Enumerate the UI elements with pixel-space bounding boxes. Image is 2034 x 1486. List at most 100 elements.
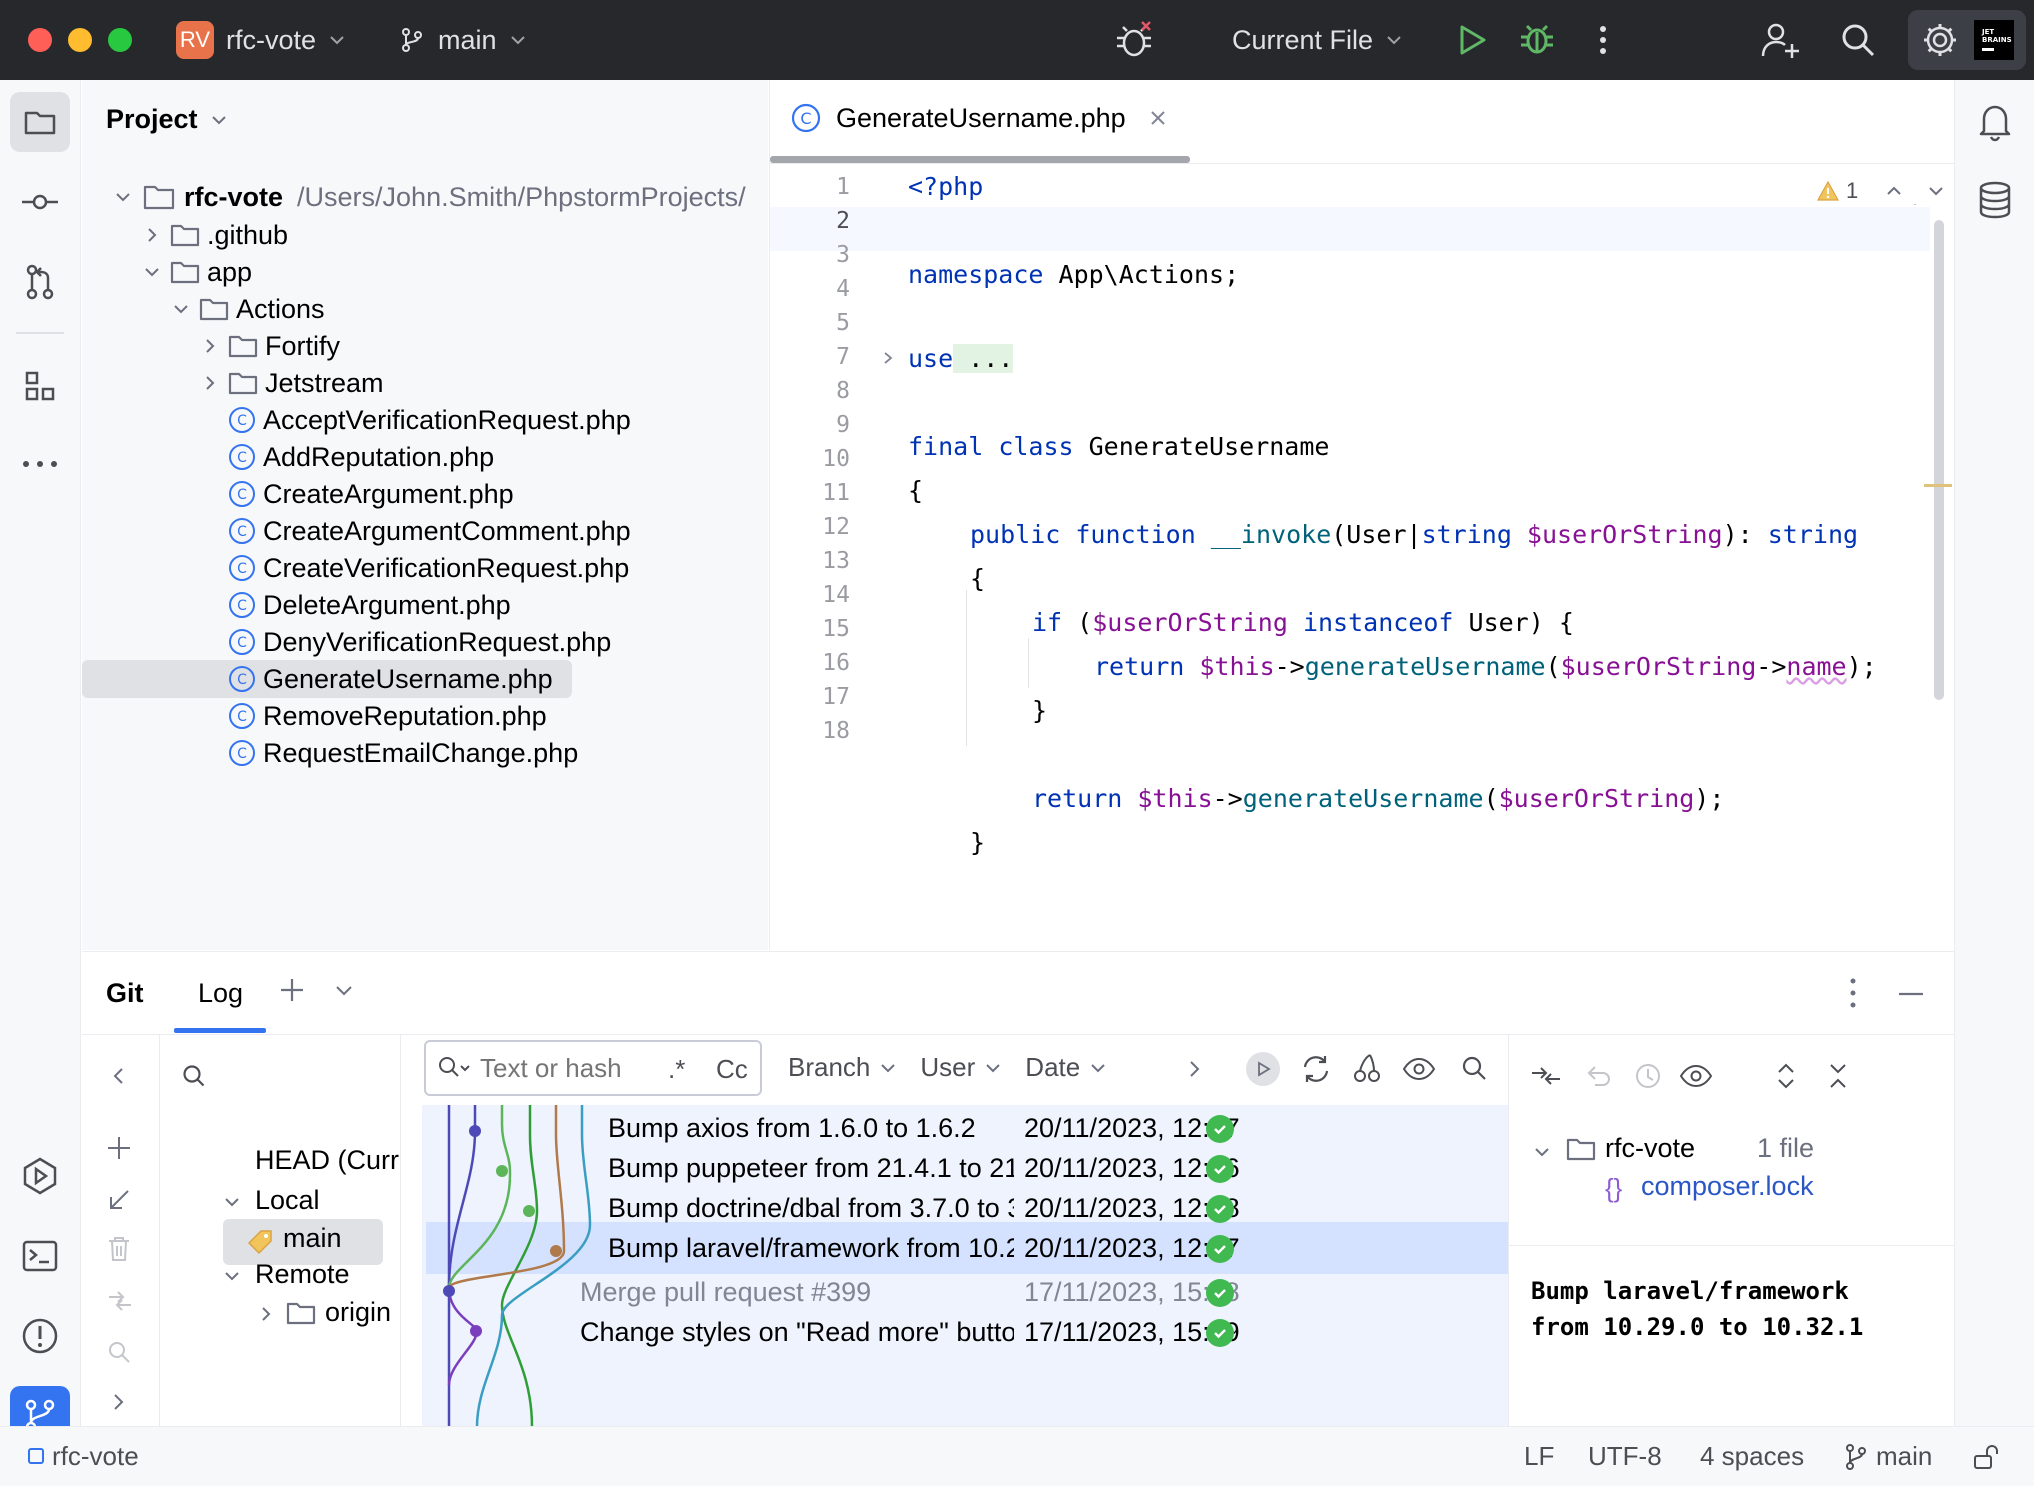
project-view-selector[interactable]: Project	[106, 104, 228, 135]
revert-icon[interactable]	[1583, 1061, 1613, 1091]
tree-item[interactable]: Fortify	[195, 327, 340, 365]
inspection-widget[interactable]: 1	[1816, 178, 1946, 204]
gear-icon[interactable]	[1920, 20, 1960, 60]
log-filter-user[interactable]: User	[920, 1052, 1001, 1083]
commit-row[interactable]: Bump doctrine/dbal from 3.7.0 to 3.7.220…	[422, 1185, 1508, 1229]
line-number[interactable]: 2	[790, 208, 850, 234]
code-line-5[interactable]: use ...	[908, 344, 1013, 373]
code-line-13[interactable]: return $this->generateUsername($userOrSt…	[1094, 652, 1877, 681]
log-filter-date[interactable]: Date	[1025, 1052, 1106, 1083]
line-number[interactable]: 14	[790, 582, 850, 608]
update-icon[interactable]	[106, 1187, 132, 1213]
minimize-window-button[interactable]	[68, 28, 92, 52]
file-encoding[interactable]: UTF-8	[1588, 1441, 1662, 1472]
commit-row[interactable]: Change styles on "Read more" button on R…	[422, 1309, 1508, 1353]
changed-file[interactable]: composer.lock	[1641, 1171, 1814, 1202]
commit-row[interactable]: Bump axios from 1.6.0 to 1.6.220/11/2023…	[422, 1105, 1508, 1149]
run-icon[interactable]	[1452, 20, 1492, 60]
line-number[interactable]: 3	[790, 242, 850, 268]
tree-item[interactable]: CCreateArgument.php	[195, 475, 514, 513]
add-user-icon[interactable]	[1758, 18, 1802, 62]
code-line-10[interactable]: public function __invoke(User|string $us…	[970, 520, 1858, 549]
line-separator[interactable]: LF	[1524, 1441, 1554, 1472]
match-case-toggle[interactable]: Cc	[716, 1054, 748, 1085]
close-icon[interactable]	[1148, 108, 1168, 128]
cherry-pick-icon[interactable]	[1352, 1052, 1382, 1084]
branch-group-local[interactable]: Local	[255, 1185, 320, 1216]
line-number[interactable]: 13	[790, 548, 850, 574]
more-tools-button[interactable]	[10, 434, 70, 494]
project-widget[interactable]: RV rfc-vote	[176, 20, 346, 60]
code-line-17[interactable]: }	[970, 828, 985, 857]
add-tab-icon[interactable]	[278, 976, 306, 1004]
branch-head[interactable]: HEAD (Current	[255, 1145, 401, 1176]
tree-item[interactable]: CGenerateUsername.php	[195, 660, 553, 698]
structure-tool-button[interactable]	[10, 356, 70, 416]
line-number[interactable]: 7	[790, 344, 850, 370]
pull-requests-tool-button[interactable]	[10, 252, 70, 312]
terminal-tool-button[interactable]	[10, 1226, 70, 1286]
code-line-1[interactable]: <?php	[908, 172, 983, 201]
line-number[interactable]: 10	[790, 446, 850, 472]
code-line-8[interactable]: final class GenerateUsername	[908, 432, 1329, 461]
branch-main[interactable]: main	[283, 1223, 342, 1254]
line-number[interactable]: 1	[790, 174, 850, 200]
tree-item[interactable]: CDeleteArgument.php	[195, 586, 511, 624]
code-line-14[interactable]: }	[1032, 696, 1047, 725]
jetbrains-logo[interactable]: JETBRAINS	[1974, 20, 2014, 60]
indent-setting[interactable]: 4 spaces	[1700, 1441, 1804, 1472]
line-number[interactable]: 16	[790, 650, 850, 676]
chevron-down-icon[interactable]	[1926, 181, 1946, 201]
minimize-panel-icon[interactable]	[1898, 992, 1924, 996]
tree-item[interactable]: CAddReputation.php	[195, 438, 494, 476]
commit-row[interactable]: Merge pull request #39917/11/2023, 15:48	[422, 1269, 1508, 1313]
log-search-box[interactable]: .* Cc	[424, 1040, 762, 1096]
code-line-3[interactable]: namespace App\Actions;	[908, 260, 1239, 289]
log-search-input[interactable]	[480, 1052, 660, 1084]
tree-item[interactable]: .github	[137, 216, 288, 254]
services-tool-button[interactable]	[10, 1146, 70, 1206]
debug-icon[interactable]	[1516, 18, 1558, 60]
changed-repo-name[interactable]: rfc-vote	[1605, 1133, 1695, 1164]
tree-item[interactable]: CRemoveReputation.php	[195, 697, 547, 735]
project-tool-button[interactable]	[10, 92, 70, 152]
warning-stripe-marker[interactable]	[1924, 484, 1952, 487]
search-icon[interactable]	[1460, 1054, 1488, 1082]
eye-icon[interactable]	[1679, 1063, 1713, 1089]
chevron-right-icon[interactable]	[257, 1305, 275, 1323]
tree-item[interactable]: CDenyVerificationRequest.php	[195, 623, 611, 661]
tree-item[interactable]: Jetstream	[195, 364, 384, 402]
log-filter-branch[interactable]: Branch	[788, 1052, 896, 1083]
status-project[interactable]: rfc-vote	[52, 1441, 139, 1472]
line-number[interactable]: 11	[790, 480, 850, 506]
chevron-down-icon[interactable]	[223, 1193, 241, 1211]
branch-origin[interactable]: origin	[325, 1297, 391, 1328]
line-number[interactable]: 12	[790, 514, 850, 540]
line-number[interactable]: 8	[790, 378, 850, 404]
maximize-window-button[interactable]	[108, 28, 132, 52]
search-icon[interactable]	[1838, 20, 1878, 60]
tree-item[interactable]: CRequestEmailChange.php	[195, 734, 578, 772]
branch-group-remote[interactable]: Remote	[255, 1259, 350, 1290]
chevron-up-icon[interactable]	[1884, 181, 1904, 201]
tab-log[interactable]: Log	[198, 978, 243, 1009]
search-icon[interactable]	[181, 1063, 207, 1089]
line-number[interactable]: 4	[790, 276, 850, 302]
lock-open-icon[interactable]	[1972, 1443, 2000, 1471]
code-line-11[interactable]: {	[970, 564, 985, 593]
collapse-branches-icon[interactable]	[110, 1065, 128, 1087]
line-number[interactable]: 9	[790, 412, 850, 438]
tree-item[interactable]: CAcceptVerificationRequest.php	[195, 401, 631, 439]
chevron-right-icon[interactable]	[1186, 1058, 1204, 1080]
branch-widget[interactable]: main	[398, 20, 527, 60]
search-branches-icon[interactable]	[106, 1339, 132, 1365]
new-branch-icon[interactable]	[106, 1135, 132, 1161]
database-button[interactable]	[1965, 170, 2025, 230]
editor-tab[interactable]: C GenerateUsername.php	[790, 102, 1168, 134]
more-actions-icon[interactable]	[1588, 20, 1618, 60]
chevron-down-icon[interactable]	[1533, 1143, 1551, 1161]
play-log-icon[interactable]	[1246, 1052, 1280, 1086]
git-panel-more-icon[interactable]	[1848, 976, 1858, 1010]
tree-root-rfc-vote[interactable]: rfc-vote /Users/John.Smith/PhpstormProje…	[108, 174, 746, 220]
status-branch[interactable]: main	[1844, 1441, 1932, 1472]
